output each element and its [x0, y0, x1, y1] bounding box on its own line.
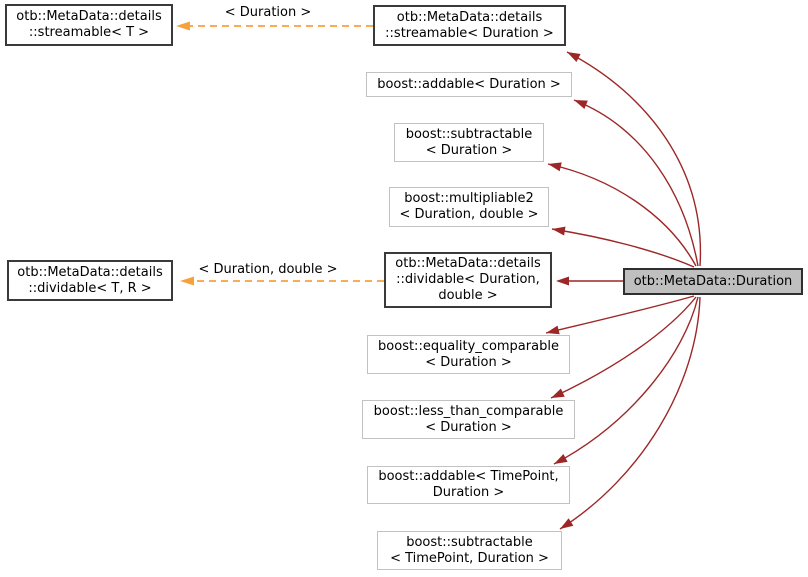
node-boost-addable-duration[interactable]: boost::addable< Duration >: [366, 72, 572, 97]
inheritance-arrows: [545, 51, 702, 530]
node-boost-addable-timepoint-duration[interactable]: boost::addable< TimePoint, Duration >: [367, 466, 570, 504]
inheritance-arrow-addable-timepoint: [553, 296, 699, 465]
inheritance-arrow-subtractable-duration: [547, 163, 697, 267]
template-instance-arrows: [176, 21, 384, 286]
arrowhead-icon: [556, 276, 569, 286]
node-dividable-t-r[interactable]: otb::MetaData::details ::dividable< T, R…: [7, 260, 173, 301]
arrowhead-icon: [176, 21, 190, 31]
arrowhead-icon: [554, 454, 568, 464]
inheritance-arrow-multipliable2: [551, 228, 695, 268]
arrowhead-icon: [180, 276, 194, 286]
arrowhead-icon: [552, 226, 566, 236]
node-streamable-t[interactable]: otb::MetaData::details ::streamable< T >: [5, 4, 173, 46]
node-otb-metadata-duration[interactable]: otb::MetaData::Duration: [623, 268, 803, 295]
node-boost-multipliable2[interactable]: boost::multipliable2 < Duration, double …: [389, 187, 549, 227]
inheritance-arrow-subtractable-timepoint: [559, 296, 701, 530]
inheritance-arrow-streamable: [566, 51, 702, 267]
node-dividable-duration-double[interactable]: otb::MetaData::details ::dividable< Dura…: [384, 252, 552, 308]
node-boost-less-than-comparable[interactable]: boost::less_than_comparable < Duration >: [362, 400, 575, 439]
arrowhead-icon: [551, 388, 565, 398]
arrowhead-icon: [574, 100, 588, 109]
inheritance-arrow-equality-comparable: [545, 295, 695, 334]
node-boost-subtractable-duration[interactable]: boost::subtractable < Duration >: [394, 123, 544, 162]
inheritance-arrow-addable-duration: [573, 99, 699, 267]
arrowhead-icon: [560, 518, 574, 529]
template-arg-label-duration: < Duration >: [224, 5, 312, 20]
template-arg-label-duration-double: < Duration, double >: [198, 262, 338, 277]
node-boost-subtractable-timepoint-duration[interactable]: boost::subtractable < TimePoint, Duratio…: [377, 531, 562, 570]
node-boost-equality-comparable[interactable]: boost::equality_comparable < Duration >: [367, 335, 570, 374]
arrowhead-icon: [548, 162, 562, 172]
inheritance-arrow-less-than-comparable: [550, 296, 697, 399]
node-streamable-duration[interactable]: otb::MetaData::details ::streamable< Dur…: [373, 5, 566, 46]
arrowhead-icon: [546, 325, 560, 335]
arrowhead-icon: [567, 52, 581, 62]
